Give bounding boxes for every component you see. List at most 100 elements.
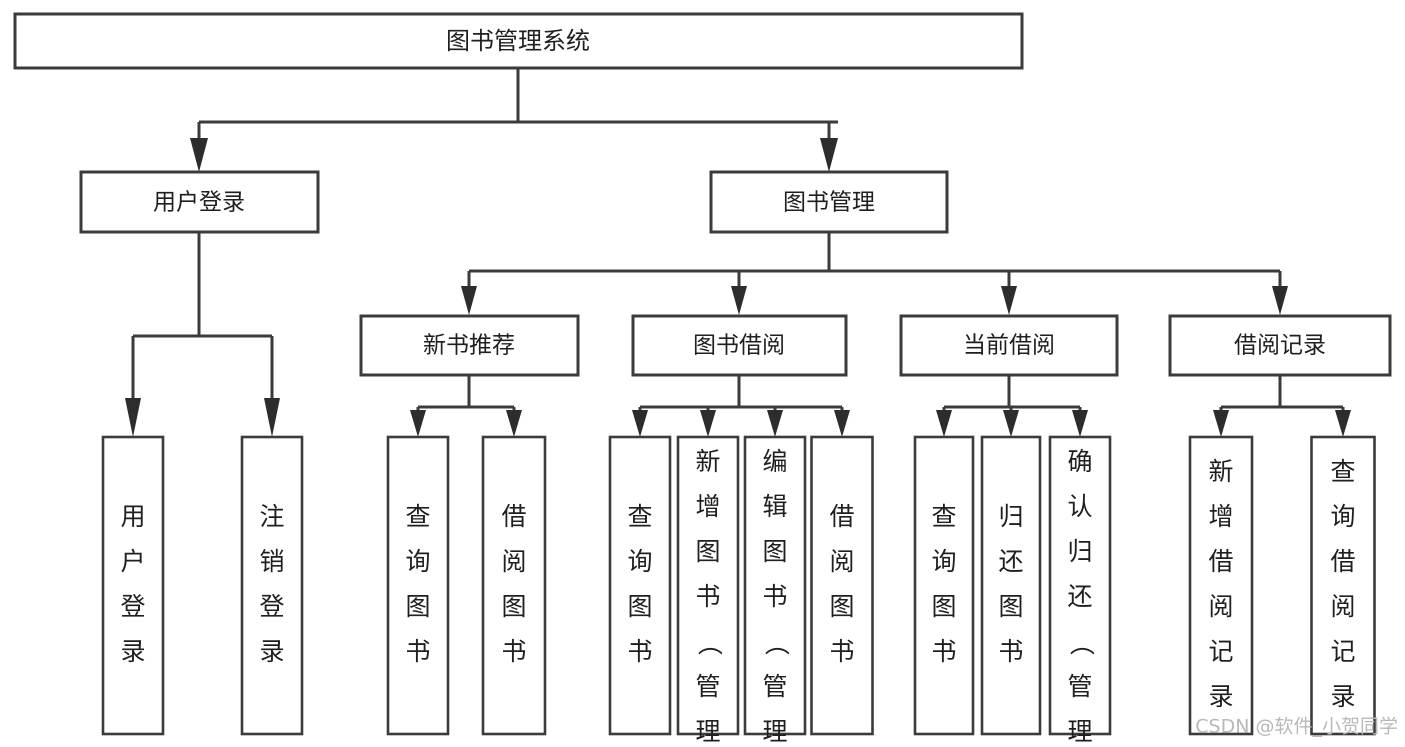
connector-group-borrow-record — [1213, 375, 1351, 437]
connector-group-book-manage — [461, 232, 1288, 315]
svg-text:图: 图 — [931, 592, 956, 621]
node-current-borrow-label: 当前借阅 — [963, 333, 1055, 359]
svg-text:书: 书 — [931, 637, 956, 666]
node-user-login[interactable]: 用户登录 — [79, 170, 320, 234]
node-borrow-record[interactable]: 借阅记录 — [1168, 314, 1392, 377]
node-new-book-recommend-box[interactable] — [359, 314, 580, 377]
connector-group-book-borrow — [632, 375, 850, 437]
svg-text:查: 查 — [1330, 457, 1355, 486]
arrow-head-leaf-query-book-3 — [936, 410, 952, 437]
svg-text:借: 借 — [1208, 547, 1233, 576]
node-leaf-query-book-2-box[interactable] — [608, 435, 672, 736]
svg-text:理: 理 — [695, 717, 720, 746]
node-leaf-logout-login-box[interactable] — [240, 435, 304, 736]
arrow-head-leaf-user-login — [125, 398, 141, 437]
arrow-head-leaf-confirm-return — [1072, 410, 1088, 437]
svg-text:书: 书 — [501, 637, 526, 666]
node-leaf-return-book-box[interactable] — [980, 435, 1042, 736]
svg-text:还: 还 — [998, 547, 1023, 576]
node-leaf-user-login[interactable]: 用户登录 — [101, 435, 165, 736]
arrow-head-leaf-add-book — [700, 410, 716, 437]
svg-text:录: 录 — [1330, 682, 1355, 711]
node-borrow-record-box[interactable] — [1168, 314, 1392, 377]
svg-text:新: 新 — [695, 447, 720, 476]
node-leaf-borrow-book-2-box[interactable] — [810, 435, 874, 736]
node-root[interactable]: 图书管理系统 — [13, 12, 1024, 70]
arrow-head-leaf-edit-book — [767, 410, 783, 437]
svg-text:认: 认 — [1067, 492, 1092, 521]
node-leaf-add-record-box[interactable] — [1188, 435, 1254, 736]
arrow-head-leaf-query-book-1 — [410, 410, 426, 437]
svg-text:录: 录 — [120, 637, 145, 666]
svg-text:图: 图 — [405, 592, 430, 621]
node-book-manage-box[interactable] — [709, 170, 949, 234]
svg-text:图: 图 — [501, 592, 526, 621]
connector-group-user-login — [125, 232, 280, 437]
svg-text:阅: 阅 — [1208, 592, 1233, 621]
node-leaf-query-record-box[interactable] — [1310, 435, 1376, 736]
svg-text:询: 询 — [405, 547, 430, 576]
node-leaf-query-book-3-box[interactable] — [913, 435, 975, 736]
arrow-head-user-login — [190, 138, 208, 172]
leaf-node-layer: 用户登录注销登录查询图书借阅图书查询图书新增图书（管理员）编辑图书（管理员）借阅… — [101, 435, 1376, 747]
arrow-head-borrow-record — [1272, 286, 1288, 315]
node-current-borrow[interactable]: 当前借阅 — [899, 314, 1119, 377]
svg-text:借: 借 — [1330, 547, 1355, 576]
svg-text:书: 书 — [695, 582, 720, 611]
node-leaf-borrow-book-1-box[interactable] — [481, 435, 547, 736]
svg-text:阅: 阅 — [1330, 592, 1355, 621]
node-book-borrow[interactable]: 图书借阅 — [631, 314, 848, 377]
node-root-box[interactable] — [13, 12, 1024, 70]
node-new-book-recommend-label: 新书推荐 — [423, 333, 515, 359]
node-leaf-user-login-box[interactable] — [101, 435, 165, 736]
node-leaf-confirm-return-box[interactable] — [1048, 435, 1112, 736]
node-new-book-recommend[interactable]: 新书推荐 — [359, 314, 580, 377]
svg-text:询: 询 — [627, 547, 652, 576]
svg-text:理: 理 — [1067, 717, 1092, 746]
node-user-login-box[interactable] — [79, 170, 320, 234]
svg-text:归: 归 — [998, 502, 1023, 531]
node-leaf-edit-book-box[interactable] — [743, 435, 807, 736]
node-leaf-add-book-box[interactable] — [676, 435, 740, 736]
svg-text:归: 归 — [1067, 537, 1092, 566]
svg-text:询: 询 — [931, 547, 956, 576]
node-book-manage[interactable]: 图书管理 — [709, 170, 949, 234]
arrow-head-new-book-recommend — [461, 286, 477, 315]
node-book-borrow-box[interactable] — [631, 314, 848, 377]
csdn-watermark: CSDN @软件_小贺同学 — [1195, 716, 1398, 738]
node-leaf-query-book-1-box[interactable] — [386, 435, 450, 736]
node-book-borrow-label: 图书借阅 — [693, 333, 785, 359]
svg-text:查: 查 — [931, 502, 956, 531]
svg-text:书: 书 — [627, 637, 652, 666]
svg-text:借: 借 — [501, 502, 526, 531]
arrow-head-leaf-logout-login — [264, 398, 280, 437]
svg-text:确: 确 — [1067, 447, 1092, 476]
svg-text:户: 户 — [120, 547, 145, 576]
connector-group-root — [190, 68, 838, 172]
svg-text:查: 查 — [627, 502, 652, 531]
node-borrow-record-label: 借阅记录 — [1234, 333, 1326, 359]
connector-group-current-borrow — [936, 375, 1088, 437]
svg-text:图: 图 — [762, 537, 787, 566]
node-current-borrow-box[interactable] — [899, 314, 1119, 377]
svg-text:书: 书 — [829, 637, 854, 666]
svg-text:辑: 辑 — [762, 492, 787, 521]
